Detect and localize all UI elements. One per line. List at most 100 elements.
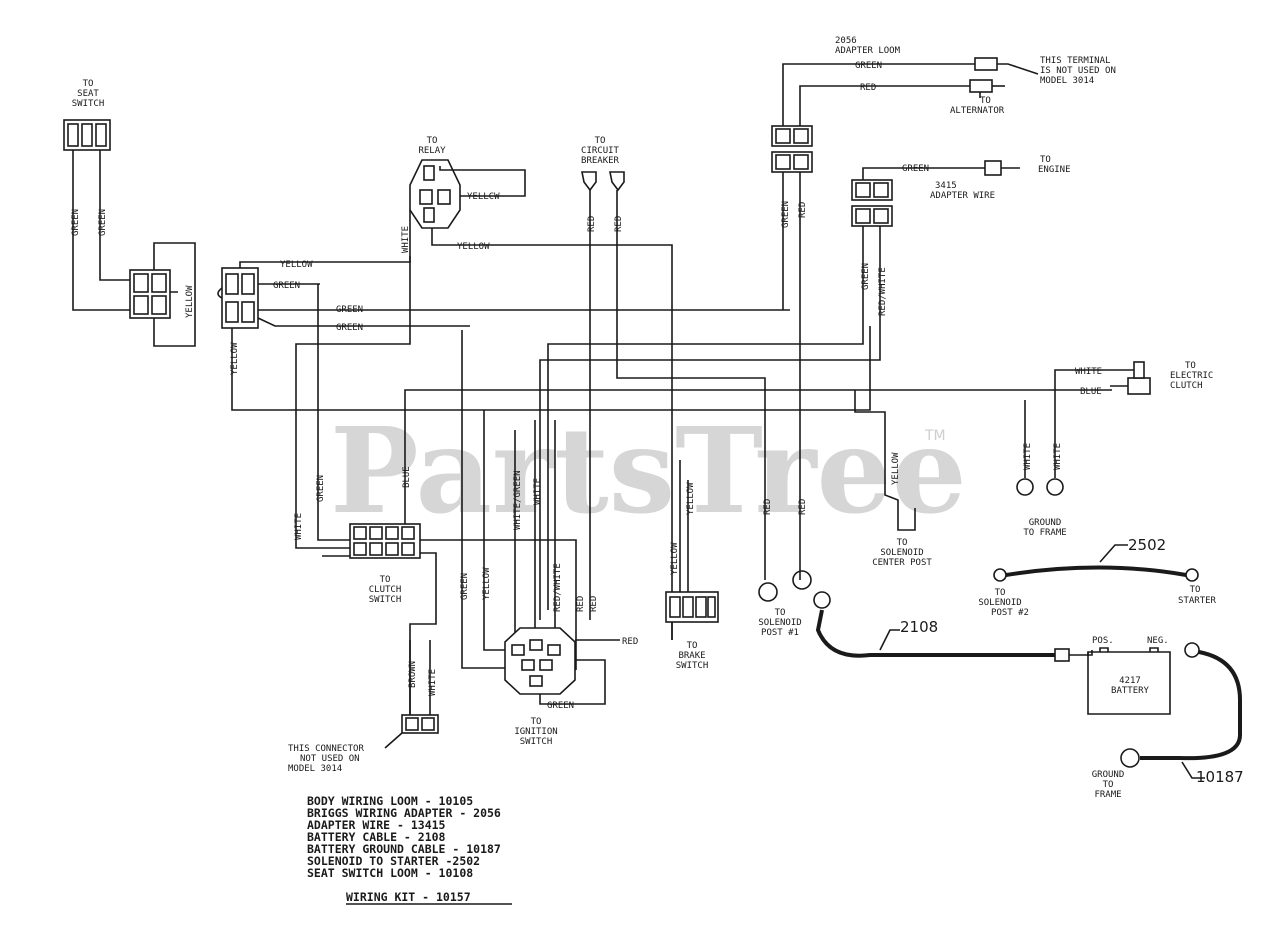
ignition-switch xyxy=(504,627,576,695)
wire-label: YELLOW xyxy=(482,567,492,600)
legend-line: BATTERY CABLE - 2108 xyxy=(307,830,446,844)
wire-label: BROWN xyxy=(408,661,418,688)
adapter-wire-number: 3415 xyxy=(935,181,957,191)
wire-label: BLUE xyxy=(1080,387,1102,397)
parts-legend: BODY WIRING LOOM - 10105 BRIGGS WIRING A… xyxy=(307,794,512,905)
legend-line: BRIGGS WIRING ADAPTER - 2056 xyxy=(307,806,501,820)
relay-housing xyxy=(409,159,461,229)
seat-switch-label-1: TO xyxy=(83,79,94,89)
wire-label: GREEN xyxy=(98,209,108,236)
ground-frame-label-1: GROUND xyxy=(1029,518,1062,528)
connector-note-3: MODEL 3014 xyxy=(288,764,342,774)
solenoid-center-label-1: TO xyxy=(897,538,908,548)
wire-label: WHITE xyxy=(294,513,304,540)
ground-frame-battery-1: GROUND xyxy=(1092,770,1125,780)
wire-label: RED xyxy=(589,596,599,612)
legend-line: SOLENOID TO STARTER -2502 xyxy=(307,854,480,868)
wire-label: YELLOW xyxy=(457,242,490,252)
legend-line: BATTERY GROUND CABLE - 10187 xyxy=(307,842,501,856)
battery-label: BATTERY xyxy=(1111,686,1150,696)
wire-label: WHITE xyxy=(533,478,543,505)
ignition-switch-label-1: TO xyxy=(531,717,542,727)
wire-label: WHITE xyxy=(1023,443,1033,470)
solenoid-post1-label-1: TO xyxy=(775,608,786,618)
battery: POS. NEG. 4217 BATTERY xyxy=(1087,636,1171,715)
ignition-switch-label-3: SWITCH xyxy=(520,737,553,747)
cable-2502: 2502 xyxy=(993,536,1199,582)
cable-10187-number: 10187 xyxy=(1196,768,1244,786)
battery-number: 4217 xyxy=(1119,676,1141,686)
wire-label: GREEN xyxy=(547,701,574,711)
adapter-loom-2056: 2056 ADAPTER LOOM xyxy=(771,36,901,173)
terminal-note-1: THIS TERMINAL xyxy=(1040,56,1110,66)
brake-switch-label-3: SWITCH xyxy=(676,661,709,671)
wire-label: RED xyxy=(622,637,638,647)
brake-switch-label-1: TO xyxy=(687,641,698,651)
adapter-loom-number: 2056 xyxy=(835,36,857,46)
clutch-switch-label-1: TO xyxy=(380,575,391,585)
electric-clutch-label-2: ELECTRIC xyxy=(1170,371,1213,381)
watermark: PartsTree xyxy=(330,401,967,540)
brake-switch-label-2: BRAKE xyxy=(678,651,705,661)
adapter-wire-label: ADAPTER WIRE xyxy=(930,191,995,201)
wire-label: GREEN xyxy=(336,323,363,333)
circuit-breaker: TO CIRCUIT BREAKER xyxy=(581,136,625,192)
circuit-breaker-label-1: TO xyxy=(595,136,606,146)
wiring-kit-label: WIRING KIT - 10157 xyxy=(346,890,471,904)
relay-label-2: RELAY xyxy=(418,146,446,156)
solenoid-center-label-2: SOLENOID xyxy=(880,548,923,558)
solenoid-post2-label-2: SOLENOID xyxy=(978,598,1021,608)
legend-line: SEAT SWITCH LOOM - 10108 xyxy=(307,866,473,880)
wire-label: YELLOW xyxy=(185,285,195,318)
wire-label: WHITE xyxy=(401,226,411,253)
wire-label: WHITE/GREEN xyxy=(513,470,523,530)
wire-label: GREEN xyxy=(336,305,363,315)
circuit-breaker-label-3: BREAKER xyxy=(581,156,620,166)
solenoid-post2-label-3: POST #2 xyxy=(991,608,1029,618)
wire-label: RED xyxy=(860,83,876,93)
wire-label: RED/WHITE xyxy=(553,563,563,612)
wire-label: WHITE xyxy=(1053,443,1063,470)
wire-label: YELLOW xyxy=(230,342,240,375)
wire-label: RED xyxy=(798,202,808,218)
wire-label: GREEN xyxy=(855,61,882,71)
wire-label: GREEN xyxy=(861,263,871,290)
wire-label: YELLCW xyxy=(467,192,500,202)
battery-pos-label: POS. xyxy=(1092,636,1114,646)
wire-label: RED xyxy=(587,216,597,232)
seat-switch-label-2: SEAT xyxy=(77,89,99,99)
wire-label: RED xyxy=(614,216,624,232)
circuit-breaker-label-2: CIRCUIT xyxy=(581,146,620,156)
wire-label: GREEN xyxy=(273,281,300,291)
terminal-note-3: MODEL 3014 xyxy=(1040,76,1094,86)
engine-label-1: TO xyxy=(1040,155,1051,165)
cable-2108-number: 2108 xyxy=(900,618,938,636)
adapter-loom-label: ADAPTER LOOM xyxy=(835,46,901,56)
wire-label: GREEN xyxy=(316,475,326,502)
wire-label: RED xyxy=(798,499,808,515)
ground-frame-battery-3: FRAME xyxy=(1094,790,1121,800)
wire-label: GREEN xyxy=(71,209,81,236)
solenoid-post1-label-3: POST #1 xyxy=(761,628,799,638)
wire-label: GREEN xyxy=(902,164,929,174)
legend-line: ADAPTER WIRE - 13415 xyxy=(307,818,446,832)
battery-neg-label: NEG. xyxy=(1147,636,1169,646)
adapter-wire-3415: 3415 ADAPTER WIRE xyxy=(851,179,995,227)
relay: TO RELAY xyxy=(409,136,461,229)
electric-clutch-label-3: CLUTCH xyxy=(1170,381,1203,391)
connector-note-2: NOT USED ON xyxy=(300,754,360,764)
wire-label: YELLOW xyxy=(670,542,680,575)
wire-label: RED/WHITE xyxy=(878,267,888,316)
solenoid-center-label-3: CENTER POST xyxy=(872,558,932,568)
starter-label-1: TO xyxy=(1190,585,1201,595)
cable-10187: 10187 xyxy=(1120,642,1244,786)
cable-2108: 2108 xyxy=(813,591,1093,662)
clutch-switch-label-2: CLUTCH xyxy=(369,585,402,595)
relay-label-1: TO xyxy=(427,136,438,146)
wire-label: RED xyxy=(763,499,773,515)
wire-label: WHITE xyxy=(428,669,438,696)
solenoid-post1-label-2: SOLENOID xyxy=(758,618,801,628)
alternator-label-2: ALTERNATOR xyxy=(950,106,1005,116)
